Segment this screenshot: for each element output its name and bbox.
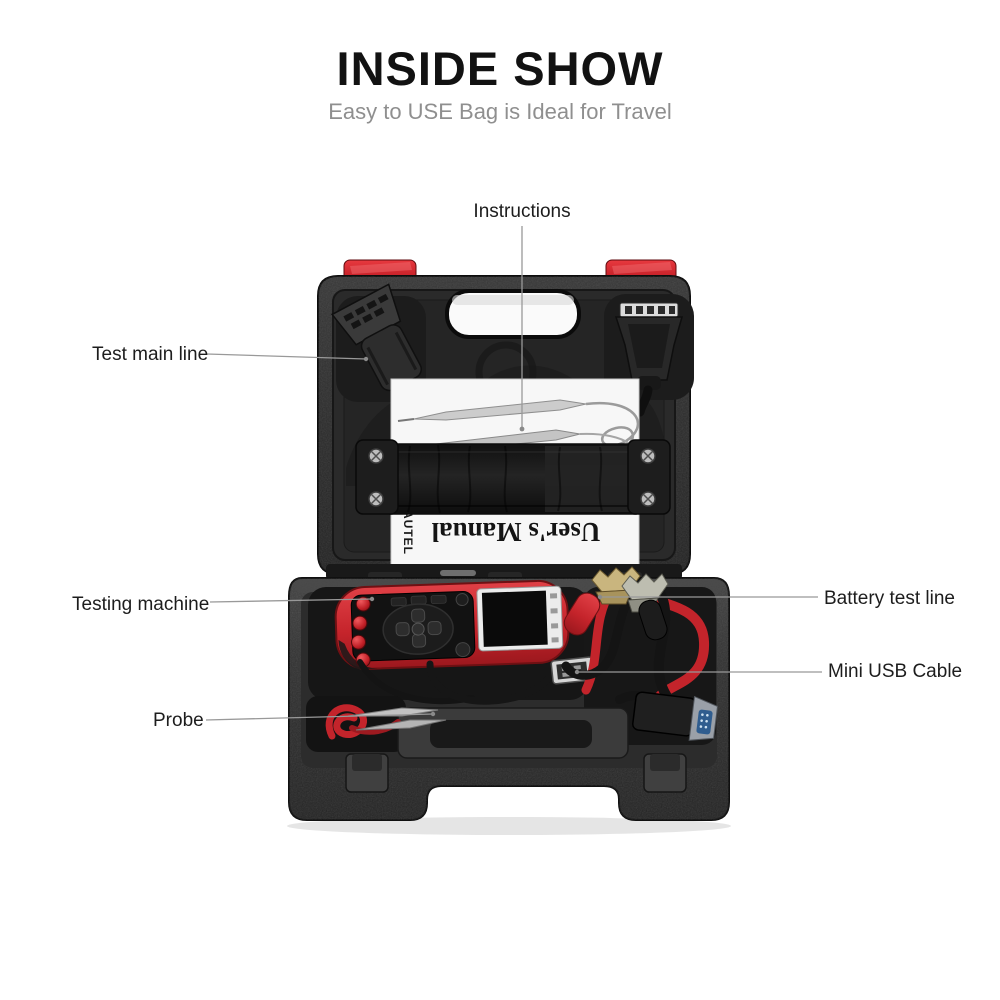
callout-leader-lines (205, 226, 822, 721)
device-dpad (382, 603, 454, 655)
device-red-button (351, 634, 367, 650)
obd-connector (331, 283, 423, 392)
elastic-strap (355, 439, 671, 515)
device-red-button (355, 596, 371, 612)
manual-title: User's Manual (431, 517, 600, 547)
callout-battery-test-line: Battery test line (824, 588, 955, 609)
callout-instructions: Instructions (473, 201, 571, 222)
probe-item (325, 704, 447, 740)
callout-probe: Probe (153, 710, 204, 731)
battery-test-line-item (561, 566, 710, 707)
case-lid: User's Manual AUTEL (317, 259, 694, 581)
manual-brand: AUTEL (401, 510, 415, 555)
db15-connector-lid (614, 302, 683, 417)
bottom-latch-right (643, 753, 687, 793)
case-shadow (287, 817, 731, 835)
page-title: INSIDE SHOW (336, 42, 664, 95)
bottom-latch-left (345, 753, 389, 793)
page-subtitle: Easy to USE Bag is Ideal for Travel (328, 99, 672, 125)
device-screen (476, 585, 564, 652)
device-red-button (352, 615, 368, 631)
header: INSIDE SHOW Easy to USE Bag is Ideal for… (0, 44, 1000, 125)
db15-connector-tray (615, 690, 719, 741)
callout-mini-usb-cable: Mini USB Cable (828, 661, 963, 682)
callout-testing-machine: Testing machine (72, 594, 210, 615)
battery-clamp-black (621, 573, 669, 641)
callout-test-main-line: Test main line (92, 344, 209, 365)
strap-plate-left (355, 439, 399, 515)
testing-machine-device (334, 579, 570, 670)
case-bottom-tray (288, 566, 730, 821)
strap-plate-right (627, 439, 671, 515)
